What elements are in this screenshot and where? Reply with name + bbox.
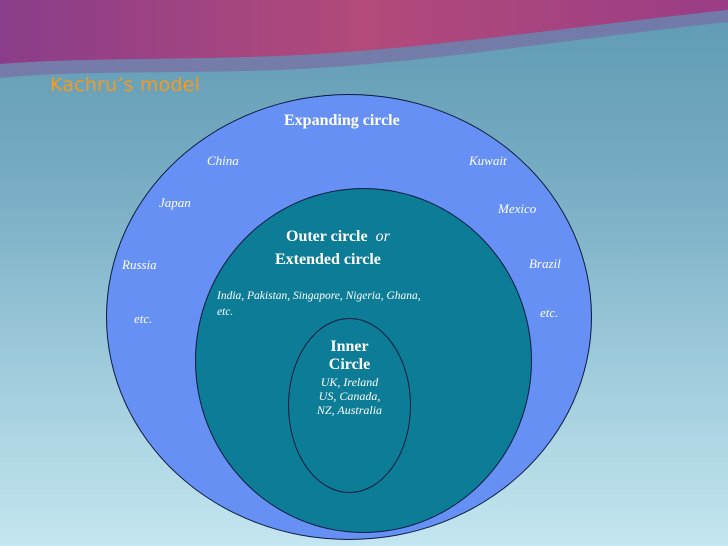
outer-circle-heading: Outer circle or [286,228,390,246]
outer-circle-countries: India, Pakistan, Singapore, Nigeria, Gha… [217,290,421,302]
country-label-kuwait: Kuwait [469,153,507,168]
expanding-circle-heading: Expanding circle [284,112,400,129]
inner-circle-country-line3: NZ, Australia [316,403,383,417]
outer-circle-heading-text: Outer circle [286,228,368,245]
etc-label-left: etc. [134,311,153,326]
inner-circle-country-line2: US, Canada, [318,389,381,403]
inner-circle-heading-line1: Inner [330,338,369,355]
outer-circle-etc: etc. [217,306,234,318]
outer-circle-heading-or: or [375,228,390,245]
inner-circle-heading-line2: Circle [328,356,371,373]
inner-circle-heading: Inner Circle [288,338,411,374]
country-label-russia: Russia [122,257,157,272]
country-label-brazil: Brazil [529,256,561,271]
inner-circle-countries: UK, Ireland US, Canada, NZ, Australia [288,375,411,417]
inner-circle [288,318,411,493]
country-label-china: China [207,153,239,168]
country-label-japan: Japan [159,195,191,210]
country-label-mexico: Mexico [498,201,537,216]
extended-circle-heading: Extended circle [275,251,381,268]
slide-title: Kachru’s model [50,74,201,96]
etc-label-right: etc. [540,305,559,320]
inner-circle-country-line1: UK, Ireland [320,375,379,389]
decorative-header-swoosh [0,0,728,78]
